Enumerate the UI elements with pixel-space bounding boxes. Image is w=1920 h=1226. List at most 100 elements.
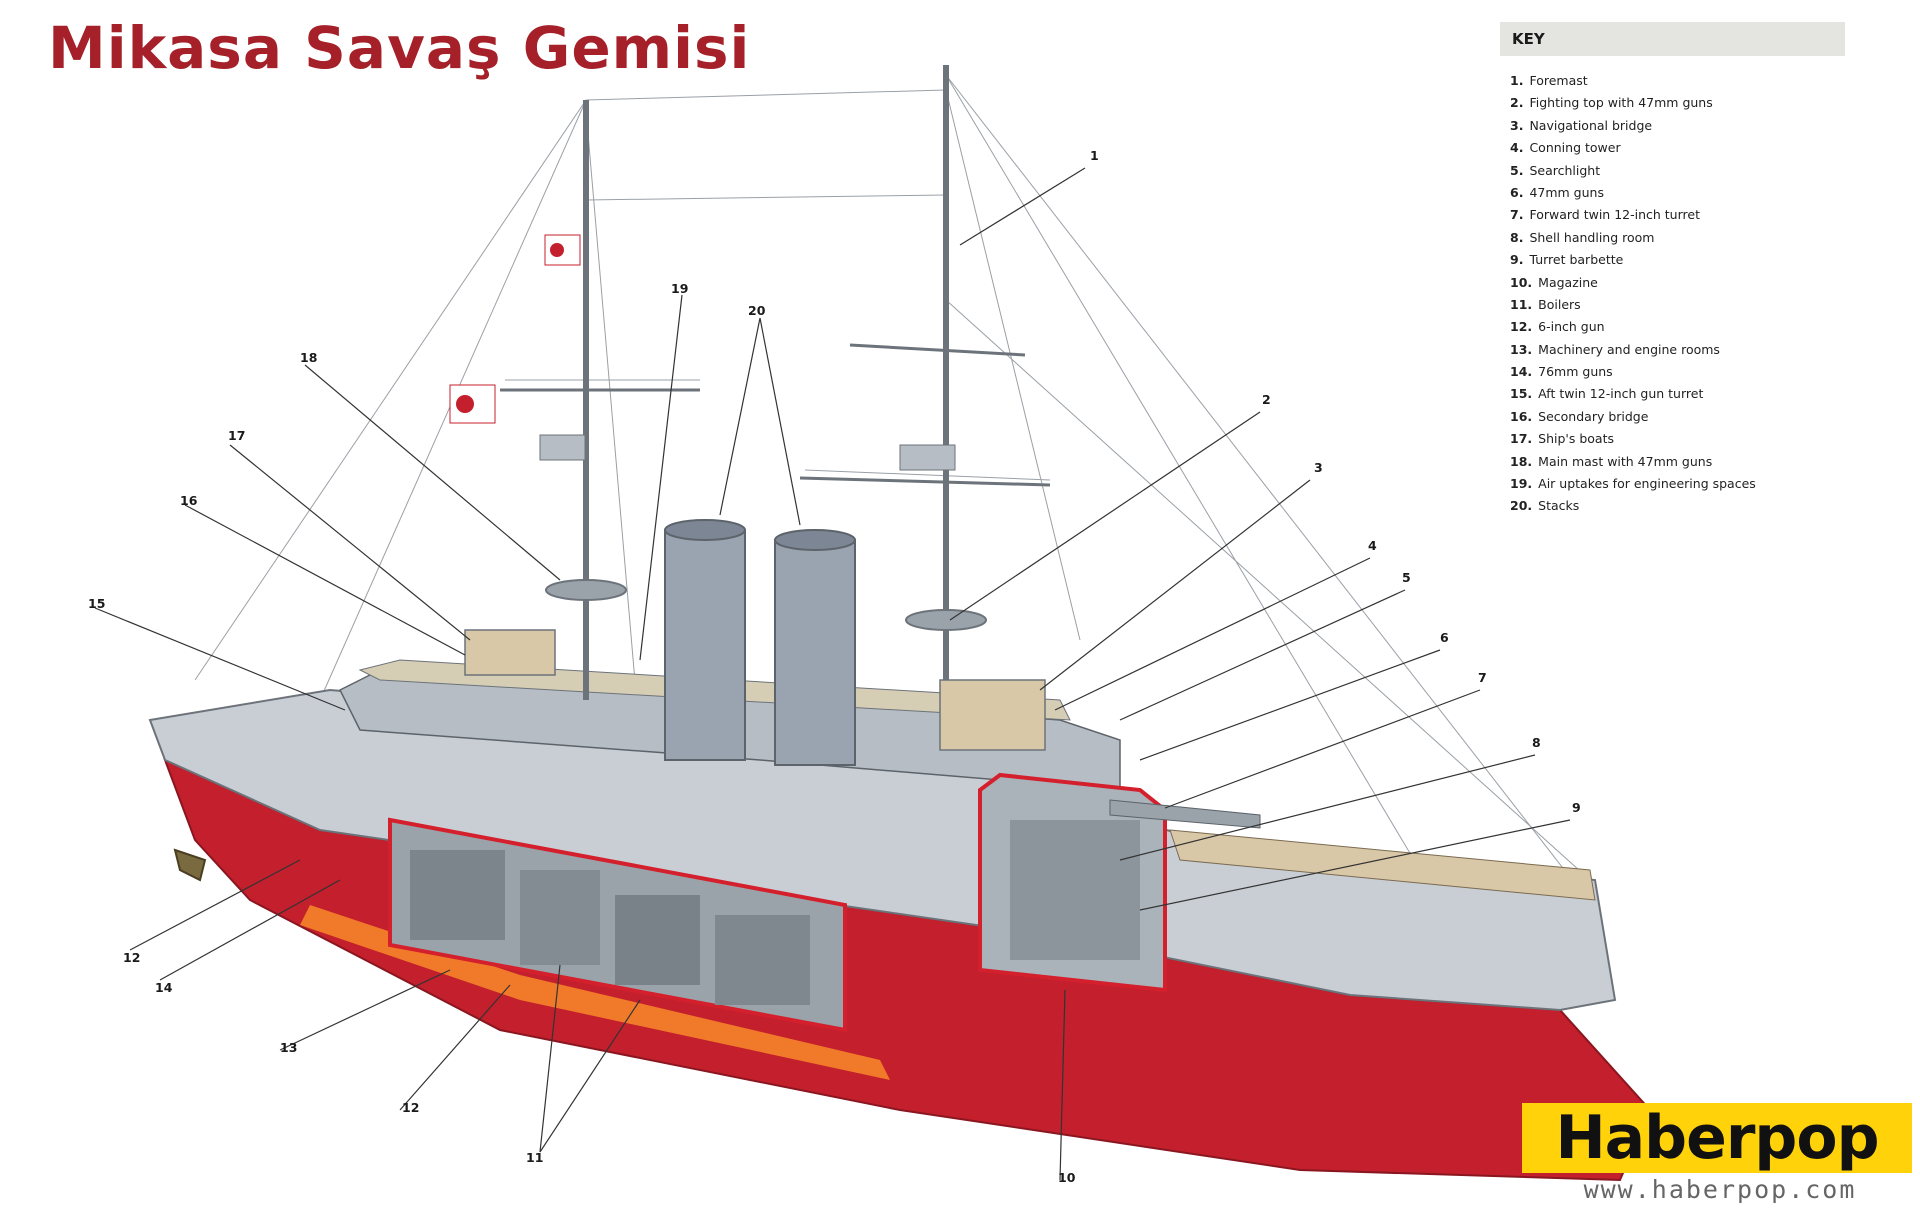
key-item-label: Searchlight <box>1529 162 1601 178</box>
key-item: 6. 47mm guns <box>1510 182 1845 204</box>
callout-label: 10 <box>1058 1170 1076 1185</box>
key-item-label: Aft twin 12-inch gun turret <box>1538 386 1704 402</box>
key-item-number: 18. <box>1510 453 1533 469</box>
key-item: 5. Searchlight <box>1510 160 1845 182</box>
key-item-number: 6. <box>1510 184 1524 200</box>
callout-label: 19 <box>671 281 688 296</box>
callout-label: 1 <box>1090 148 1099 163</box>
key-item-number: 4. <box>1510 140 1524 156</box>
callout-label: 12 <box>123 950 140 965</box>
callout-label: 2 <box>1262 392 1271 407</box>
key-item: 14. 76mm guns <box>1510 361 1845 383</box>
page-title: Mikasa Savaş Gemisi <box>48 14 751 82</box>
key-item-number: 8. <box>1510 229 1524 245</box>
key-item-label: Machinery and engine rooms <box>1538 341 1720 357</box>
key-item-label: Conning tower <box>1529 140 1621 156</box>
key-item-label: Shell handling room <box>1529 229 1655 245</box>
key-item: 2. Fighting top with 47mm guns <box>1510 92 1845 114</box>
rising-sun-flags <box>449 234 581 424</box>
key-item: 4. Conning tower <box>1510 137 1845 159</box>
key-item: 18. Main mast with 47mm guns <box>1510 451 1845 473</box>
callout-label: 3 <box>1314 460 1323 475</box>
key-item-number: 13. <box>1510 341 1533 357</box>
key-item: 19.Air uptakes for engineering spaces <box>1510 473 1845 495</box>
logo-url: www.haberpop.com <box>1583 1175 1857 1204</box>
masts <box>500 65 1051 740</box>
key-item: 12. 6-inch gun <box>1510 316 1845 338</box>
callout-label: 11 <box>526 1150 543 1165</box>
callout-label: 20 <box>748 303 766 318</box>
callout-label: 14 <box>155 980 173 995</box>
key-item-label: 6-inch gun <box>1538 319 1605 335</box>
key-item: 7.Forward twin 12-inch turret <box>1510 204 1845 226</box>
secondary-bridge <box>464 629 556 676</box>
callout-label: 18 <box>300 350 317 365</box>
key-item: 8. Shell handling room <box>1510 227 1845 249</box>
key-item: 20. Stacks <box>1510 495 1845 517</box>
key-item-label: Navigational bridge <box>1529 117 1653 133</box>
key-item-label: Main mast with 47mm guns <box>1538 453 1713 469</box>
key-item-label: Magazine <box>1538 274 1598 290</box>
key-item-number: 5. <box>1510 162 1524 178</box>
key-item-label: 47mm guns <box>1529 184 1604 200</box>
callout-label: 15 <box>88 596 105 611</box>
key-item-number: 2. <box>1510 95 1524 111</box>
callout-label: 8 <box>1532 735 1541 750</box>
key-item-label: Foremast <box>1529 73 1588 88</box>
key-item: 17. Ship's boats <box>1510 428 1845 450</box>
key-item: 15.Aft twin 12-inch gun turret <box>1510 383 1845 405</box>
haberpop-logo: Haberpop <box>1522 1103 1912 1173</box>
key-panel: KEY 1. Foremast 2. Fighting top with 47mm g… <box>1500 22 1845 518</box>
key-item: 9. Turret barbette <box>1510 249 1845 271</box>
funnels <box>664 519 856 766</box>
key-item-label: 76mm guns <box>1538 364 1613 380</box>
key-heading: KEY <box>1500 22 1845 56</box>
key-item-label: Ship's boats <box>1538 431 1614 447</box>
anchor-icon <box>173 848 207 882</box>
key-item-number: 9. <box>1510 252 1524 268</box>
key-item: 13. Machinery and engine rooms <box>1510 339 1845 361</box>
key-item: 11. Boilers <box>1510 294 1845 316</box>
keel-strip <box>300 905 890 1080</box>
key-item-number: 17. <box>1510 431 1533 447</box>
key-item-number: 11. <box>1510 296 1533 312</box>
engine-room-cutaway <box>388 817 847 1033</box>
key-list: 1. Foremast 2. Fighting top with 47mm guns 3… <box>1500 70 1845 518</box>
navigational-bridge <box>939 679 1046 751</box>
key-item-number: 14. <box>1510 364 1533 380</box>
rigging <box>194 74 1591 891</box>
key-item: 16. Secondary bridge <box>1510 406 1845 428</box>
callout-label: 13 <box>280 1040 297 1055</box>
key-item-number: 1. <box>1510 73 1524 88</box>
key-item-number: 12. <box>1510 319 1533 335</box>
key-item-number: 19. <box>1510 476 1533 492</box>
key-item-number: 10. <box>1510 274 1533 290</box>
callout-label: 5 <box>1402 570 1411 585</box>
key-item-label: Turret barbette <box>1529 252 1624 268</box>
callout-lines <box>94 167 1571 1181</box>
key-item-label: Boilers <box>1538 296 1581 312</box>
turret-guns <box>1109 799 1261 829</box>
key-item: 1. Foremast <box>1510 70 1845 92</box>
callout-label: 9 <box>1572 800 1581 815</box>
key-item-number: 16. <box>1510 408 1533 424</box>
key-item: 3. Navigational bridge <box>1510 115 1845 137</box>
callout-label: 6 <box>1440 630 1449 645</box>
key-item-label: Stacks <box>1538 498 1580 514</box>
key-item-number: 20. <box>1510 498 1533 514</box>
logo-text: Haberpop <box>1555 1103 1879 1173</box>
callout-label: 12 <box>402 1100 419 1115</box>
callout-label: 7 <box>1478 670 1487 685</box>
callout-label: 4 <box>1368 538 1377 553</box>
key-item-label: Secondary bridge <box>1538 408 1649 424</box>
forecastle-deck <box>1169 829 1596 901</box>
key-item-number: 3. <box>1510 117 1524 133</box>
callout-label: 16 <box>180 493 198 508</box>
turret-cutaway <box>978 772 1261 993</box>
key-item-label: Fighting top with 47mm guns <box>1529 95 1713 111</box>
key-item: 10. Magazine <box>1510 272 1845 294</box>
key-item-label: Forward twin 12-inch turret <box>1529 207 1700 223</box>
